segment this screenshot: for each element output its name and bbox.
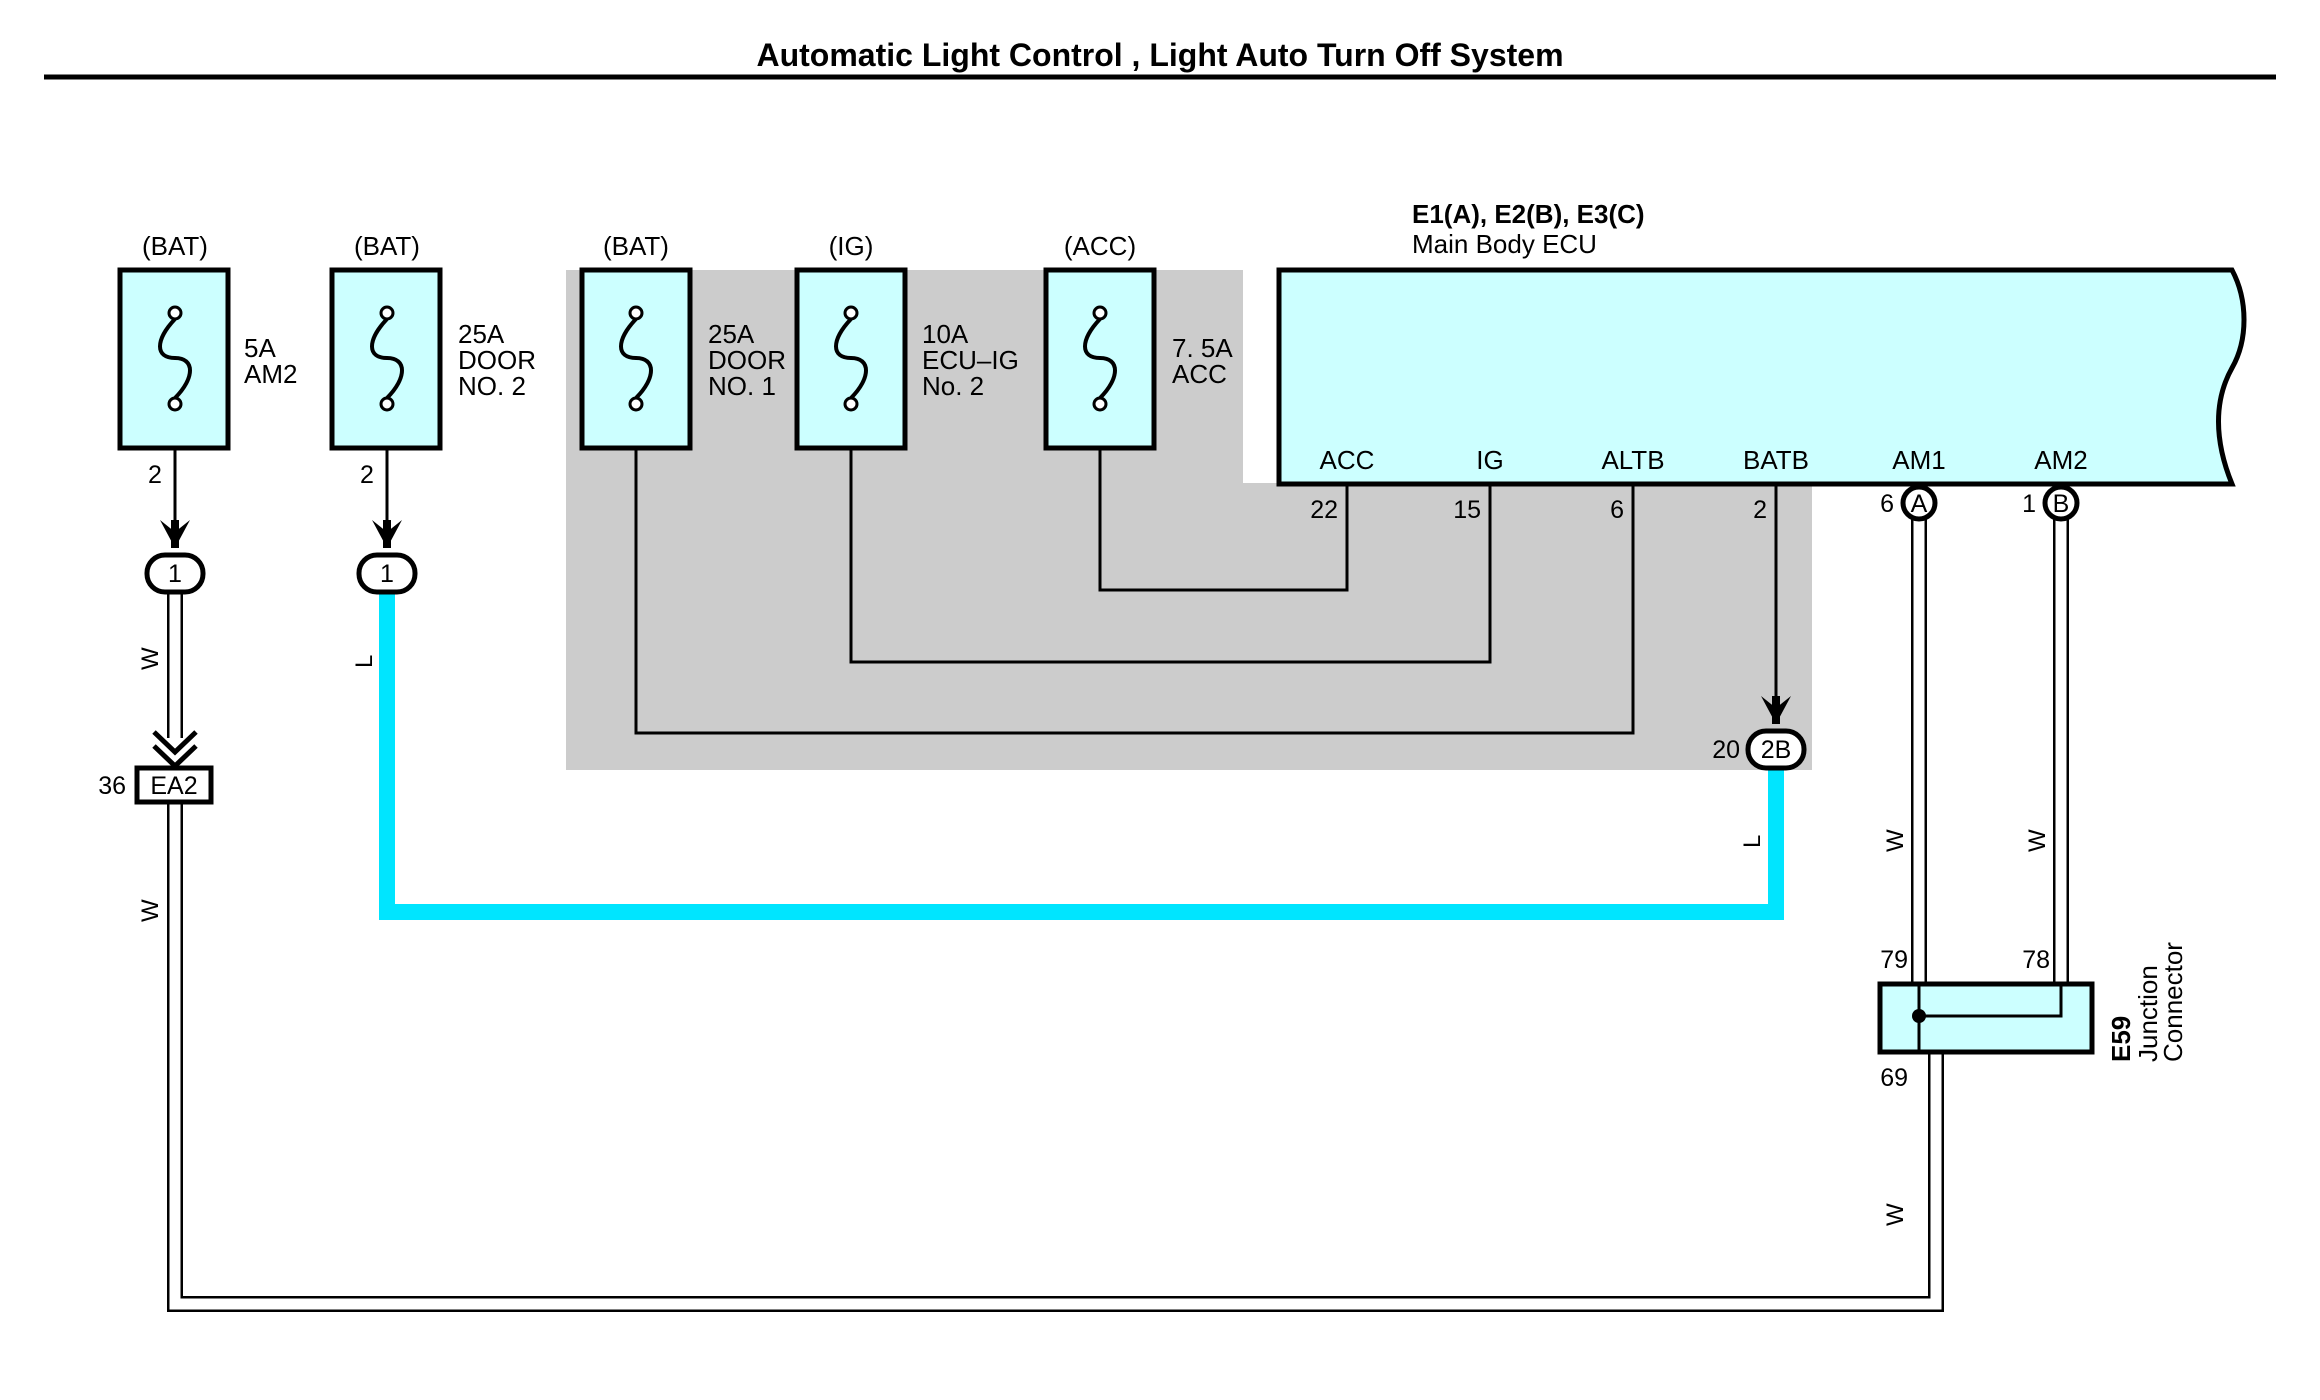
fuse-door1-rating: 25A (708, 319, 755, 349)
fuse-door-no2: (BAT) 25A DOOR NO. 2 2 (329, 231, 536, 489)
connector-ea2-label: EA2 (150, 772, 197, 800)
ecu-pin-altb: 6 (1610, 496, 1624, 524)
wire-acc-fuse-to-ecu-acc (1098, 404, 1349, 592)
connector-2b: 2B 20 (1712, 696, 1807, 771)
e59-line2: Connector (2158, 942, 2188, 1062)
wire-label-l-2: L (1739, 835, 1766, 848)
fuse-door2-pin: 2 (360, 461, 374, 489)
ecu-connector-b-label: B (2053, 490, 2070, 518)
wire-label-w-am1: W (1882, 829, 1909, 852)
fuse-acc-rating: 7. 5A (1172, 333, 1233, 363)
wire-door1-fuse-to-ecu-altb (634, 404, 1635, 735)
e59-code: E59 (2106, 1016, 2136, 1062)
ecu-terminal-am2: AM2 (2034, 445, 2087, 475)
fuse-door1-source: (BAT) (603, 231, 669, 261)
fuse-am2-pin: 2 (148, 461, 162, 489)
fuse-door2-rating: 25A (458, 319, 505, 349)
arrow-door2-pin-connector (372, 520, 402, 548)
e59-pin-79: 79 (1880, 946, 1908, 974)
wire-ig-fuse-to-ecu-ig (849, 404, 1492, 664)
e59-line1: Junction (2133, 965, 2163, 1062)
fuse-door2-source: (BAT) (354, 231, 420, 261)
ecu-pin-am2: 1 (2022, 490, 2036, 518)
connector-ea2-pin: 36 (98, 772, 126, 800)
ecu-pin-ig: 15 (1453, 496, 1481, 524)
ecu-codes: E1(A), E2(B), E3(C) (1412, 199, 1645, 229)
fuse-ecuig-source: (IG) (829, 231, 874, 261)
fuse-door2-name1: DOOR (458, 345, 536, 375)
fuse-am2: (BAT) 5A AM2 2 (117, 231, 297, 489)
ecu-connector-b: B (2042, 484, 2080, 522)
ecu-connector-a-label: A (1911, 490, 1928, 518)
fuse-acc-source: (ACC) (1064, 231, 1136, 261)
fuse-acc: (ACC) 7. 5A ACC (1043, 231, 1233, 451)
connector-1-door2: 1 (356, 552, 418, 595)
e59-pin-69: 69 (1880, 1064, 1908, 1092)
connector-1-am2: 1 (144, 552, 206, 595)
connector-1-label: 1 (168, 560, 182, 588)
fuse-door2-name2: NO. 2 (458, 371, 526, 401)
junction-connector-e59: 79 78 69 E59 Junction Connector (1877, 942, 2188, 1092)
wire-label-w-bottom: W (1882, 1203, 1909, 1226)
ecu-terminal-batb: BATB (1743, 445, 1809, 475)
fuse-door1-name1: DOOR (708, 345, 786, 375)
connector-1-door2-label: 1 (380, 560, 394, 588)
ecu-terminal-ig: IG (1476, 445, 1503, 475)
fuse-door1-name2: NO. 1 (708, 371, 776, 401)
ecu-connector-a: A (1900, 484, 1938, 522)
fuse-ecu-ig-no2: (IG) 10A ECU–IG No. 2 (794, 231, 1019, 451)
wire-label-w-am2: W (2024, 829, 2051, 852)
ecu-terminal-am1: AM1 (1892, 445, 1945, 475)
connector-ea2: EA2 36 (98, 730, 214, 805)
fuse-acc-name: ACC (1172, 359, 1227, 389)
connector-2b-label: 2B (1761, 736, 1792, 764)
ecu-pin-batb: 2 (1753, 496, 1767, 524)
ecu-terminal-acc: ACC (1320, 445, 1375, 475)
main-body-ecu: E1(A), E2(B), E3(C) Main Body ECU ACC IG… (1276, 199, 2247, 487)
connector-2b-pin: 20 (1712, 736, 1740, 764)
fuse-ecuig-name1: ECU–IG (922, 345, 1019, 375)
wire-label-w-2: W (137, 899, 164, 922)
arrow-am2-pin-connector (160, 520, 190, 548)
fuse-am2-name: AM2 (244, 359, 297, 389)
wire-w-ea2-to-junction (167, 802, 1944, 1312)
fuse-am2-rating: 5A (244, 333, 276, 363)
wire-label-w-1: W (137, 647, 164, 670)
ecu-pin-am1: 6 (1880, 490, 1894, 518)
wire-label-l-1: L (351, 655, 378, 668)
ecu-terminal-altb: ALTB (1601, 445, 1664, 475)
fuse-ecuig-name2: No. 2 (922, 371, 984, 401)
fuse-door-no1: (BAT) 25A DOOR NO. 1 (579, 231, 786, 451)
diagram-title: Automatic Light Control , Light Auto Tur… (756, 37, 1563, 73)
wire-l-door2-to-2b (379, 592, 1784, 920)
ecu-name: Main Body ECU (1412, 229, 1597, 259)
fuse-ecuig-rating: 10A (922, 319, 969, 349)
fuse-am2-source: (BAT) (142, 231, 208, 261)
e59-pin-78: 78 (2022, 946, 2050, 974)
ecu-pin-acc: 22 (1310, 496, 1338, 524)
